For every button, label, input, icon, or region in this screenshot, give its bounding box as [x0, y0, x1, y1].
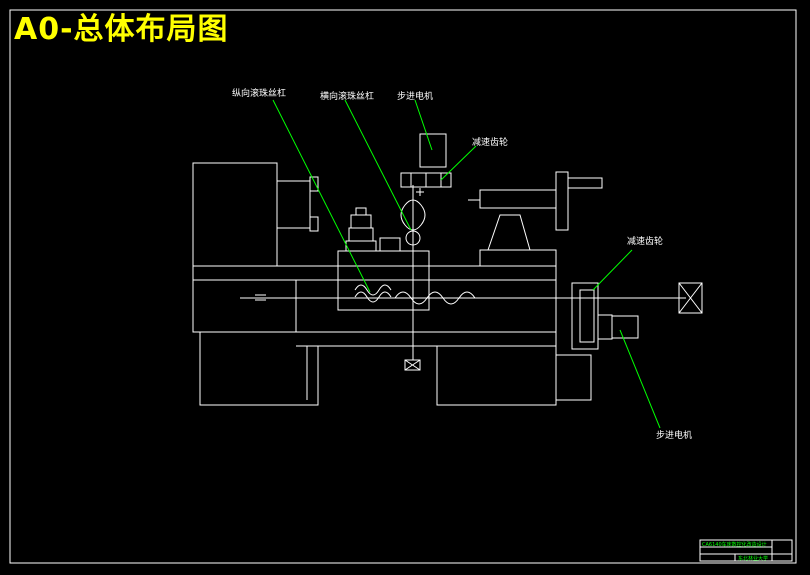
tailstock-handwheel: [555, 171, 569, 231]
tailstock-quill: [479, 189, 557, 209]
top-stepper-motor: [419, 133, 447, 168]
longitudinal-screw-nut: [354, 291, 392, 303]
lathe-layout: [192, 133, 703, 406]
right-stepper-motor: [611, 315, 639, 339]
chuck-jaw-bottom: [309, 216, 319, 232]
label-reducer-gear-right: 减速齿轮: [627, 235, 663, 247]
leader-motor-top: [414, 99, 433, 151]
cross-slide-block: [379, 237, 401, 252]
tool-post-knob: [355, 207, 367, 216]
label-longitudinal-screw: 纵向滚珠丝杠: [232, 87, 286, 99]
title-block: CA6140车床数控化改造设计 东北林业大学: [699, 539, 793, 562]
right-leg-cover: [555, 354, 592, 401]
tool-holder: [350, 214, 372, 229]
right-motor-flange: [597, 314, 613, 340]
left-leg: [199, 332, 319, 406]
label-transverse-screw: 横向滚珠丝杠: [320, 90, 374, 102]
worm-gear: [400, 199, 426, 231]
leader-transverse: [344, 99, 412, 231]
leader-lines: [272, 99, 661, 429]
worm-wheel: [405, 230, 421, 246]
labels: 纵向滚珠丝杠 横向滚珠丝杠 步进电机 减速齿轮 减速齿轮 步进电机: [232, 87, 692, 441]
tailstock-handle: [567, 177, 603, 189]
chuck-jaw-top: [309, 176, 319, 192]
leader-reducer-right: [592, 249, 633, 291]
leader-motor-bottom: [619, 329, 661, 429]
tailstock-base: [479, 249, 557, 267]
title-block-project: CA6140车床数控化改造设计: [702, 541, 767, 548]
sheet-frame: [9, 9, 797, 564]
tailstock-body: [487, 214, 531, 251]
label-stepper-motor-top: 步进电机: [397, 90, 433, 102]
title-block-school: 东北林业大学: [738, 555, 768, 562]
end-box: [678, 282, 703, 314]
right-leg: [436, 346, 557, 406]
leader-longitudinal: [272, 99, 371, 293]
tool-post: [348, 227, 374, 242]
handwheel-box: [404, 359, 421, 371]
headstock: [192, 162, 278, 267]
feed-gearbox: [192, 279, 297, 333]
drawing-title: A0-总体布局图: [14, 12, 229, 47]
tool-post-base: [345, 240, 377, 252]
label-stepper-motor-bottom: 步进电机: [656, 429, 692, 441]
leader-reducer-top: [440, 145, 477, 181]
lathe-bed-top: [192, 265, 557, 281]
label-reducer-gear-top: 减速齿轮: [472, 136, 508, 148]
spindle-chuck: [276, 180, 311, 229]
ball-screw-wave: [394, 291, 476, 305]
